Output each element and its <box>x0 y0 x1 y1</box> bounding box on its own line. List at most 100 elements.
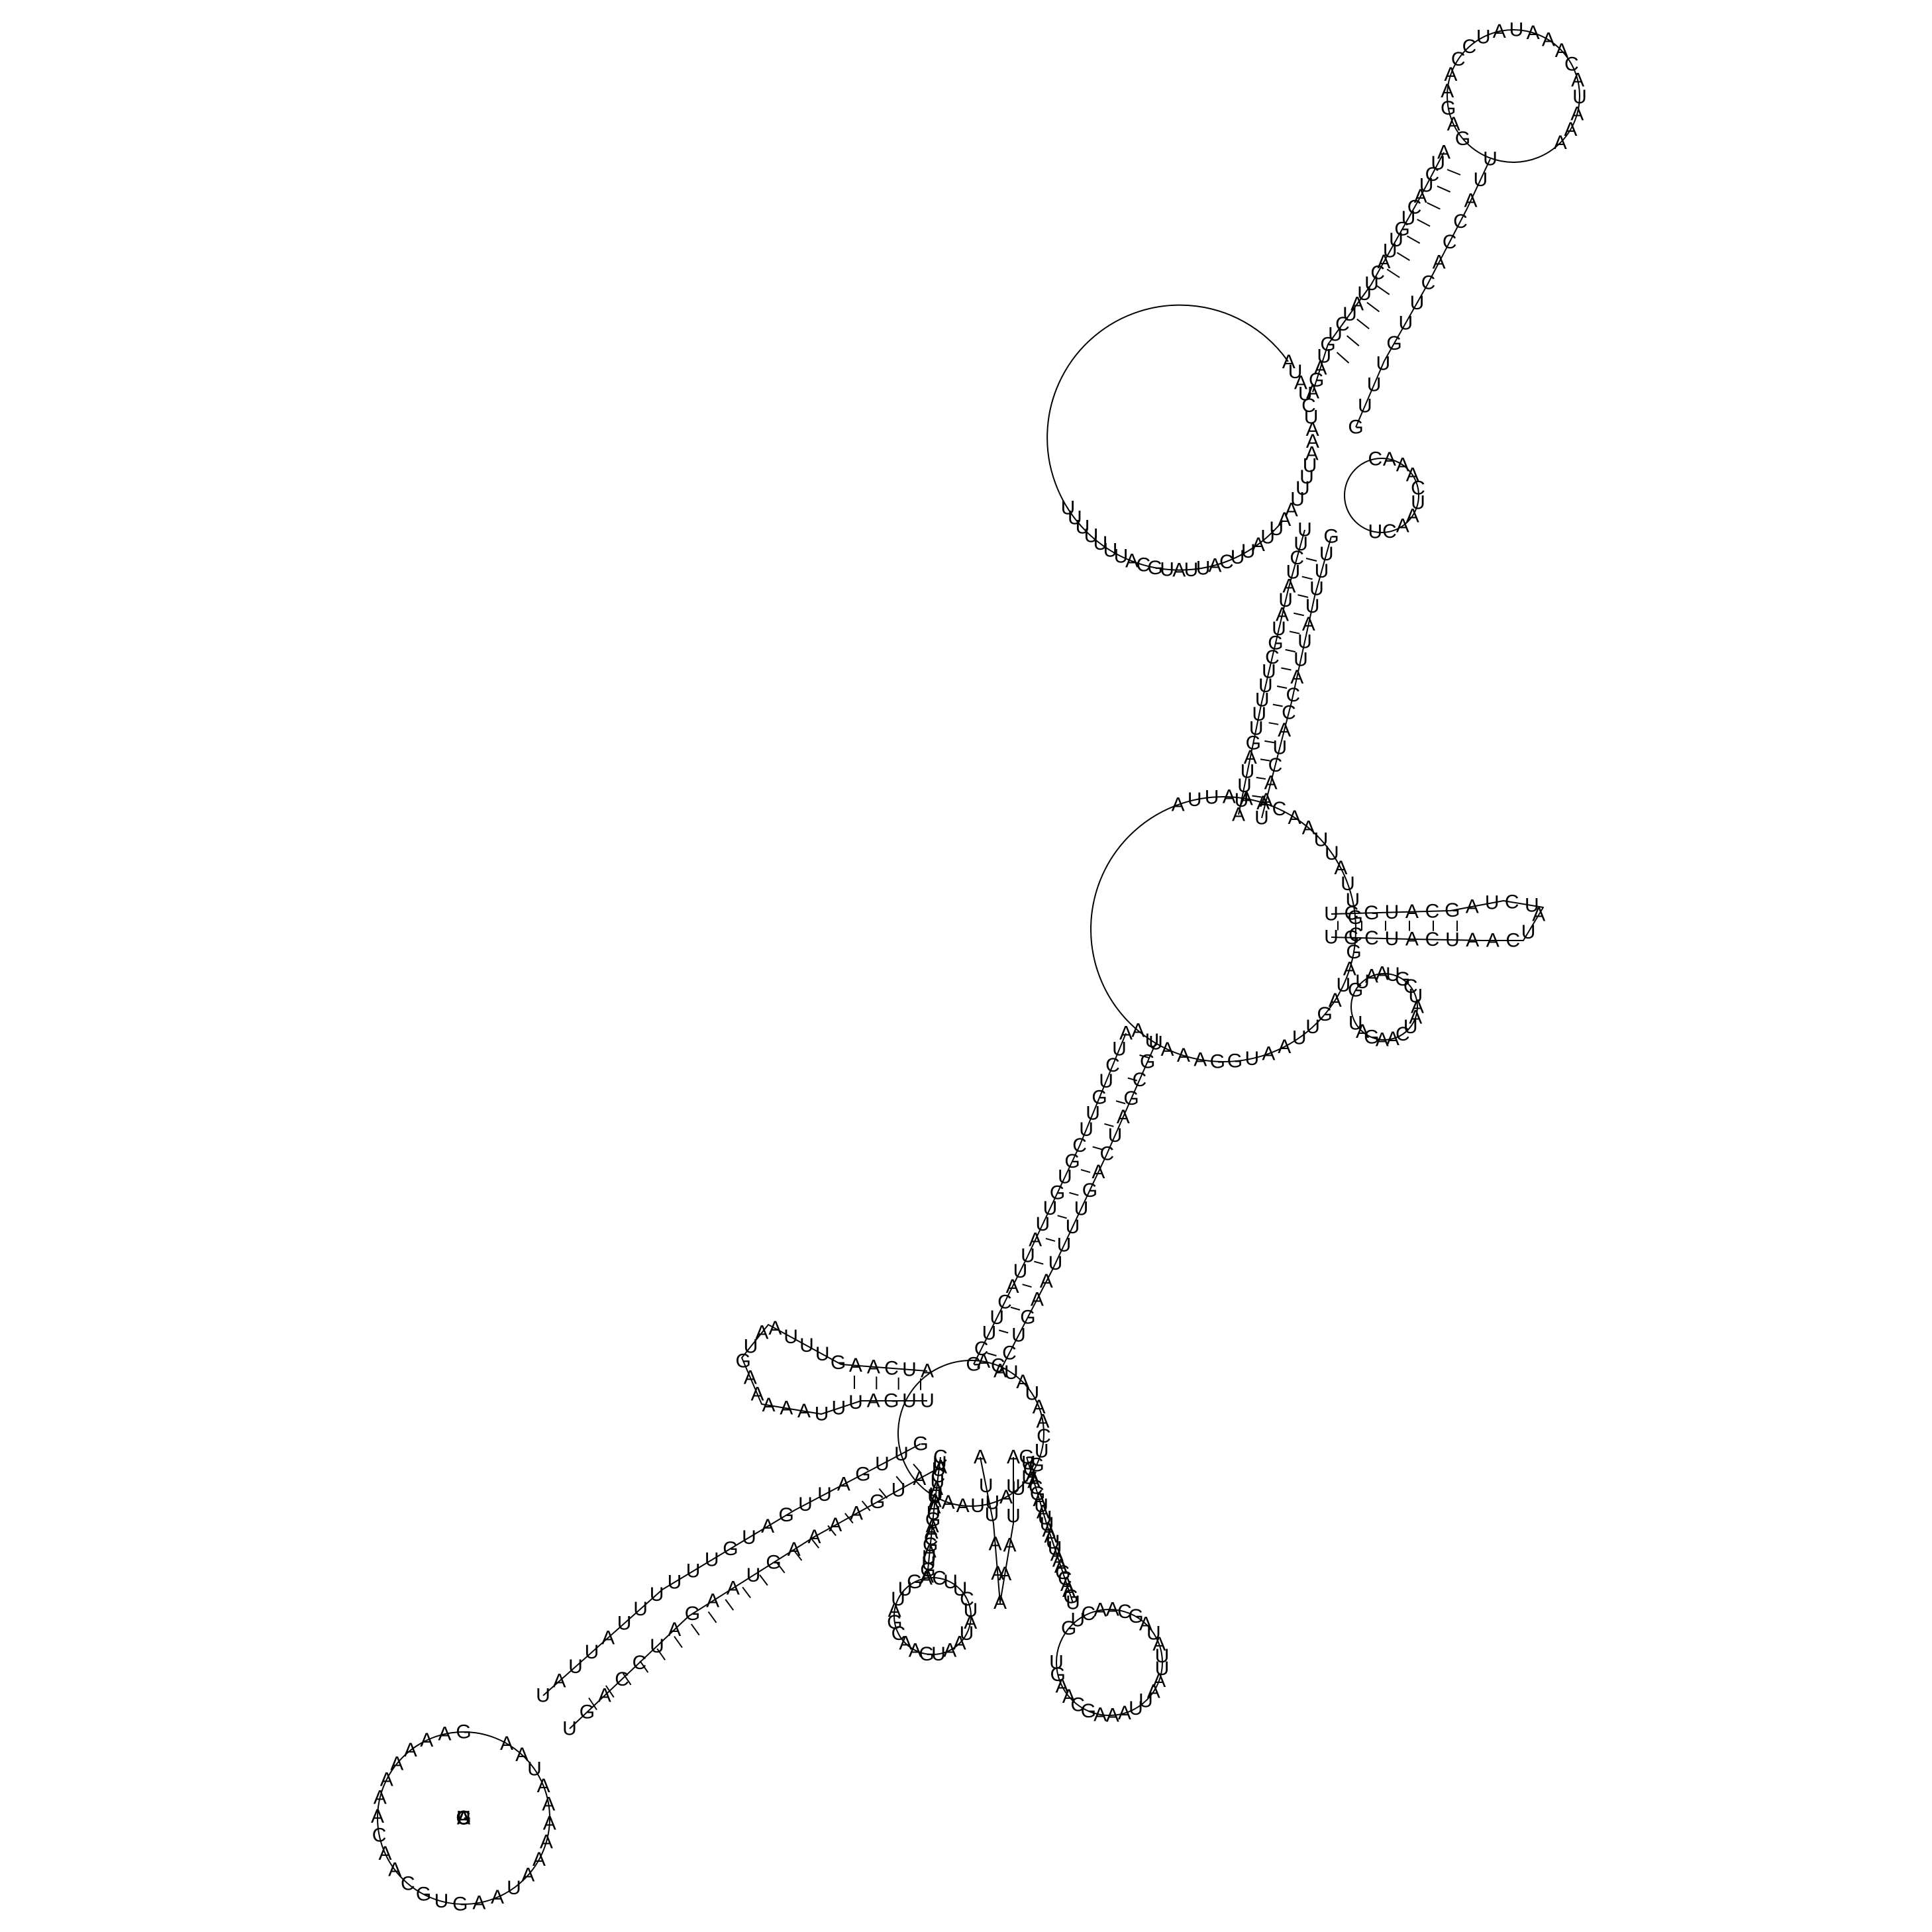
nucleotide: U <box>1108 1125 1123 1146</box>
nucleotide: G <box>1055 1562 1070 1584</box>
nucleotide: G <box>456 1807 471 1829</box>
nucleotide: C <box>884 1357 899 1379</box>
nucleotide: U <box>1383 240 1398 262</box>
nucleotide: A <box>849 1354 862 1376</box>
nucleotide: U <box>1355 971 1370 993</box>
nucleotide: A <box>1007 1447 1020 1468</box>
nucleotide: U <box>933 1452 947 1474</box>
nucleotide: U <box>1296 478 1310 499</box>
nucleotide: A <box>438 1723 451 1745</box>
nucleotide: A <box>1376 1029 1389 1050</box>
nucleotide: U <box>1376 352 1390 374</box>
nucleotide: C <box>1370 262 1385 283</box>
nucleotide: U <box>1324 927 1339 948</box>
nucleotide: U <box>990 1307 1004 1329</box>
nucleotide: A <box>943 1639 956 1661</box>
nucleotide: C <box>991 1354 1005 1376</box>
nucleotide: U <box>1237 775 1252 797</box>
nucleotide: A <box>533 1849 546 1870</box>
nucleotide: U <box>798 1494 813 1515</box>
nucleotide: C <box>1335 313 1350 335</box>
nucleotide: U <box>902 1358 917 1380</box>
base-pair <box>878 1488 888 1499</box>
nucleotide: A <box>1264 772 1278 794</box>
base-pair <box>759 1574 768 1586</box>
nucleotide: U <box>1521 921 1536 943</box>
nucleotide: A <box>989 1533 1002 1555</box>
nucleotide: G <box>1227 1050 1243 1072</box>
nucleotide: U <box>434 1890 449 1912</box>
nucleotide: U <box>943 1571 958 1593</box>
base-pair <box>1356 319 1370 330</box>
nucleotide: G <box>1364 902 1379 924</box>
base-pair <box>725 1599 735 1611</box>
nucleotide: A <box>1282 576 1296 597</box>
nucleotide: G <box>1364 1027 1379 1048</box>
nucleotide: A <box>1152 1633 1166 1655</box>
nucleotide: C <box>1136 554 1150 576</box>
nucleotide: U <box>1074 1197 1089 1219</box>
nucleotide: A <box>1093 1600 1107 1621</box>
nucleotide: C <box>1286 684 1300 706</box>
nucleotide: A <box>706 1590 719 1612</box>
nucleotide: A <box>1405 929 1419 950</box>
nucleotide: A <box>1223 786 1236 808</box>
nucleotide: U <box>1249 718 1264 740</box>
base-pair <box>1305 558 1317 562</box>
nucleotide: U <box>1004 1362 1019 1384</box>
nucleotide: A <box>1131 1020 1144 1042</box>
nucleotide: C <box>1396 1023 1410 1045</box>
nucleotide: U <box>960 1623 974 1645</box>
base-pair <box>588 1697 597 1711</box>
nucleotide: A <box>927 1496 941 1518</box>
nucleotide: U <box>1343 303 1357 325</box>
nucleotide: G <box>416 1884 431 1906</box>
nucleotide: A <box>1313 358 1327 380</box>
nucleotide: U <box>1061 497 1076 519</box>
nucleotide: C <box>1282 702 1296 724</box>
nucleotide: U <box>1006 1476 1021 1498</box>
nucleotide: C <box>924 1528 939 1550</box>
nucleotide: C <box>1421 272 1436 294</box>
nucleotide: A <box>542 1794 555 1815</box>
nucleotide: A <box>1564 119 1577 140</box>
nucleotide: A <box>457 1807 470 1829</box>
nucleotide: A <box>1031 1288 1044 1310</box>
nucleotide: U <box>1341 873 1355 895</box>
nucleotide: A <box>1437 142 1450 164</box>
nucleotide: C <box>1443 231 1457 253</box>
nucleotide: U <box>456 1807 471 1829</box>
nucleotide: U <box>815 1403 829 1425</box>
nucleotide: A <box>420 1729 433 1751</box>
nucleotide: U <box>1068 507 1082 529</box>
left-hairpin-backbone <box>741 1324 928 1415</box>
nucleotide: C <box>1029 1477 1043 1499</box>
nucleotide: A <box>1306 431 1319 452</box>
nucleotide: U <box>1084 525 1099 546</box>
nucleotide: C <box>633 1652 647 1674</box>
nucleotide: G <box>1386 332 1401 354</box>
nucleotide: A <box>1177 1044 1190 1066</box>
nucleotide: U <box>1364 273 1379 295</box>
nucleotide: G <box>1394 219 1409 240</box>
nucleotide: U <box>1196 558 1211 580</box>
nucleotide: A <box>1044 1525 1057 1547</box>
backbone-layer <box>377 29 1580 1905</box>
nucleotide: A <box>1055 1675 1068 1697</box>
nucleotide: A <box>457 1807 470 1829</box>
nucleotide: C <box>974 1338 989 1360</box>
base-pair <box>987 1352 997 1356</box>
nucleotide: C <box>1072 1135 1087 1156</box>
nucleotide: U <box>1112 1039 1127 1060</box>
nucleotide: A <box>1208 555 1221 577</box>
nucleotide: G <box>1030 1483 1045 1505</box>
nucleotide: A <box>1386 1028 1399 1050</box>
nucleotide: A <box>374 1786 387 1808</box>
nucleotide: U <box>1043 1197 1058 1219</box>
nucleotide: U <box>1290 489 1305 511</box>
lower-stem-5-backbone <box>542 1443 921 1696</box>
nucleotide: A <box>1285 499 1298 521</box>
nucleotide: A <box>1493 21 1506 42</box>
base-pair <box>1115 1100 1126 1105</box>
nucleotide: U <box>746 1564 761 1586</box>
